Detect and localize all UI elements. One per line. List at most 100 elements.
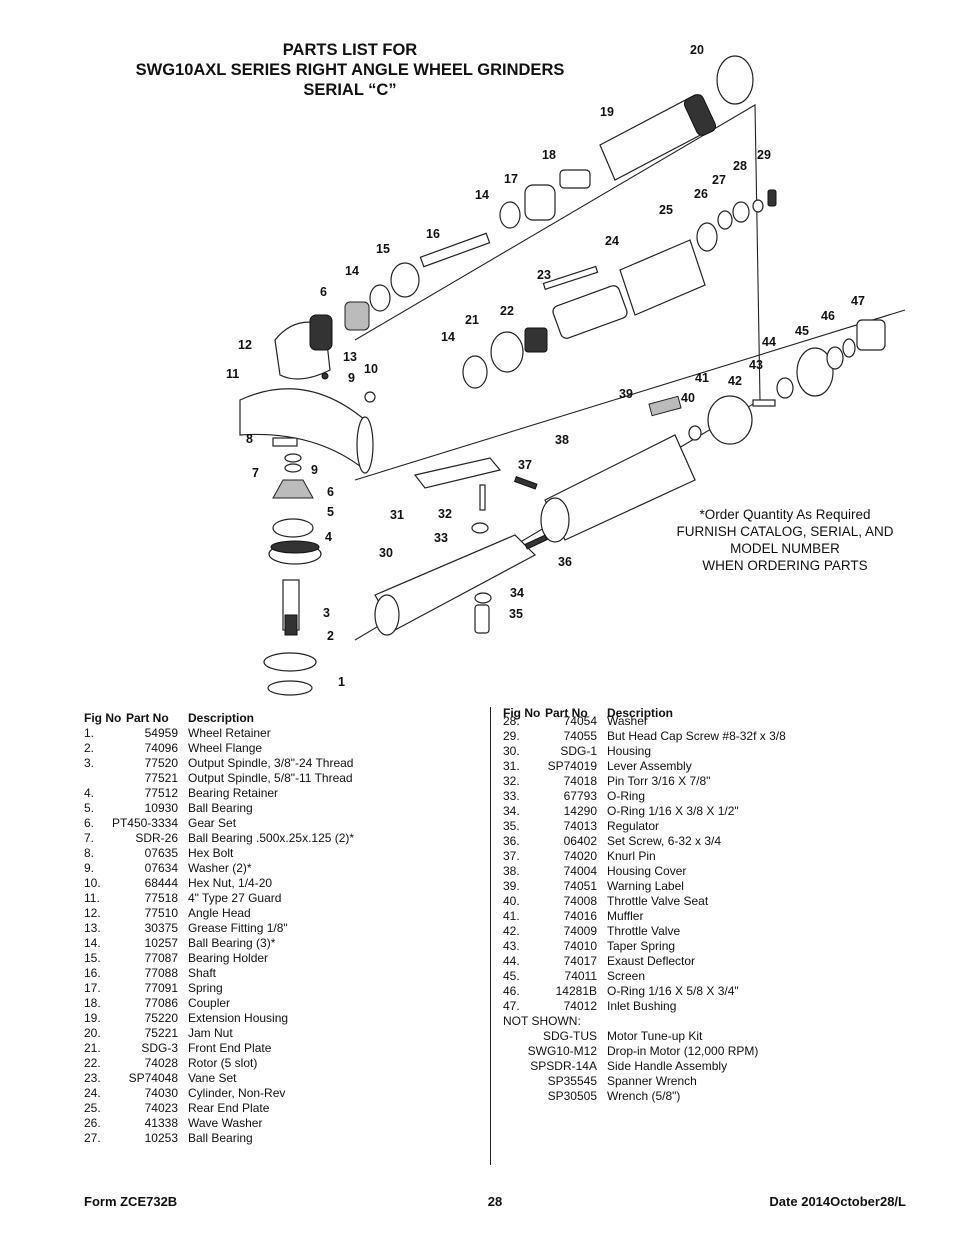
part-no-cell: SDG-3 xyxy=(141,1041,178,1055)
bearing-holder-part xyxy=(390,262,420,298)
description-cell: Muffler xyxy=(607,909,644,923)
exhaust-deflector-part xyxy=(796,347,834,397)
part-no-cell: 30375 xyxy=(144,921,178,935)
part-no-cell: 74096 xyxy=(144,741,178,755)
description-cell: Screen xyxy=(607,969,646,983)
page-title: PARTS LIST FOR SWG10AXL SERIES RIGHT ANG… xyxy=(100,40,600,100)
part-no-cell: 74013 xyxy=(563,819,597,833)
note-line-1: *Order Quantity As Required xyxy=(699,507,871,522)
part-no-cell: 10257 xyxy=(144,936,178,950)
bearing-small-part xyxy=(284,453,302,463)
part-no-cell: 77086 xyxy=(144,996,178,1010)
description-cell: Washer xyxy=(607,714,648,728)
callout-40: 40 xyxy=(681,391,695,405)
table-header: Fig No Part No Description xyxy=(503,706,903,721)
part-no-cell: PT450-3334 xyxy=(111,816,178,830)
part-no-cell: 77512 xyxy=(144,786,178,800)
housing-cover-end xyxy=(540,497,570,543)
ball-bearing-lower xyxy=(462,355,488,389)
part-no-cell: 77088 xyxy=(144,966,178,980)
part-no-cell: SP74048 xyxy=(128,1071,178,1085)
description-cell: Wave Washer xyxy=(188,1116,263,1130)
part-no-cell: 74017 xyxy=(563,954,597,968)
fig-no-cell: 28. xyxy=(503,714,520,728)
note-line-4: WHEN ORDERING PARTS xyxy=(702,558,868,573)
description-cell: Warning Label xyxy=(607,879,684,893)
part-no-cell: SP30505 xyxy=(547,1089,597,1103)
callout-47: 47 xyxy=(851,294,865,308)
callout-19: 19 xyxy=(600,105,614,119)
muffler-part xyxy=(707,395,753,445)
page-number: 28 xyxy=(487,1194,503,1209)
rotor-part xyxy=(552,285,628,339)
callout-22: 22 xyxy=(500,304,514,318)
part-no-cell: 06402 xyxy=(563,834,597,848)
warning-label-part xyxy=(648,395,682,417)
description-cell: Hex Nut, 1/4-20 xyxy=(188,876,273,890)
callout-3: 3 xyxy=(323,606,330,620)
throttle-valve-seat-part xyxy=(688,425,702,441)
fig-no-cell: 47. xyxy=(503,999,520,1013)
part-no-cell: 74055 xyxy=(563,729,597,743)
callout-41: 41 xyxy=(695,371,709,385)
callout-44: 44 xyxy=(762,335,776,349)
hex-nut-part xyxy=(364,391,376,403)
description-cell: Coupler xyxy=(188,996,231,1010)
callout-25: 25 xyxy=(659,203,673,217)
description-cell: Drop-in Motor (12,000 RPM) xyxy=(607,1044,759,1058)
wave-washer-part xyxy=(717,210,733,230)
callout-34: 34 xyxy=(510,586,524,600)
part-no-cell: 77518 xyxy=(144,891,178,905)
not-shown-label: NOT SHOWN: xyxy=(503,1014,581,1028)
knurl-pin-part xyxy=(513,476,538,490)
part-no-cell: SDG-TUS xyxy=(543,1029,597,1043)
callout-14-upper: 14 xyxy=(345,264,359,278)
spindle-thread-part xyxy=(284,614,298,636)
fig-no-cell: 37. xyxy=(503,849,520,863)
fig-no-cell: 12. xyxy=(84,906,101,920)
fig-no-cell: 31. xyxy=(503,759,520,773)
part-no-cell: 07635 xyxy=(144,846,178,860)
gear-set-part xyxy=(272,479,314,499)
header-fig-no: Fig No xyxy=(503,706,541,720)
fig-no-cell: 11. xyxy=(84,891,100,905)
angle-head-thread xyxy=(309,314,333,351)
description-cell: Throttle Valve xyxy=(607,924,681,938)
description-cell: Angle Head xyxy=(188,906,251,920)
part-no-cell: 74008 xyxy=(563,894,597,908)
description-cell: Grease Fitting 1/8" xyxy=(188,921,288,935)
description-cell: Wrench (5/8") xyxy=(607,1089,681,1103)
fig-no-cell: 8. xyxy=(84,846,95,860)
cap-screw-part xyxy=(767,189,777,207)
fig-no-cell: 46. xyxy=(503,984,520,998)
description-cell: Throttle Valve Seat xyxy=(607,894,709,908)
callout-12: 12 xyxy=(238,338,252,352)
callout-9-upper: 9 xyxy=(348,371,355,385)
fig-no-cell: 16. xyxy=(84,966,101,980)
header-description: Description xyxy=(607,706,674,720)
description-cell: Gear Set xyxy=(188,816,237,830)
inlet-bushing-part xyxy=(856,319,886,351)
callout-37: 37 xyxy=(518,458,532,472)
ball-bearing-rear xyxy=(732,201,750,223)
part-no-cell: 14281B xyxy=(555,984,597,998)
description-cell: Spanner Wrench xyxy=(607,1074,697,1088)
callout-14: 14 xyxy=(475,188,489,202)
header-part-no: Part No xyxy=(545,706,588,720)
exploded-parts-diagram: 1 2 3 4 5 6 7 8 9 10 11 12 13 14 15 16 1… xyxy=(226,43,906,696)
description-cell: O-Ring xyxy=(607,789,646,803)
